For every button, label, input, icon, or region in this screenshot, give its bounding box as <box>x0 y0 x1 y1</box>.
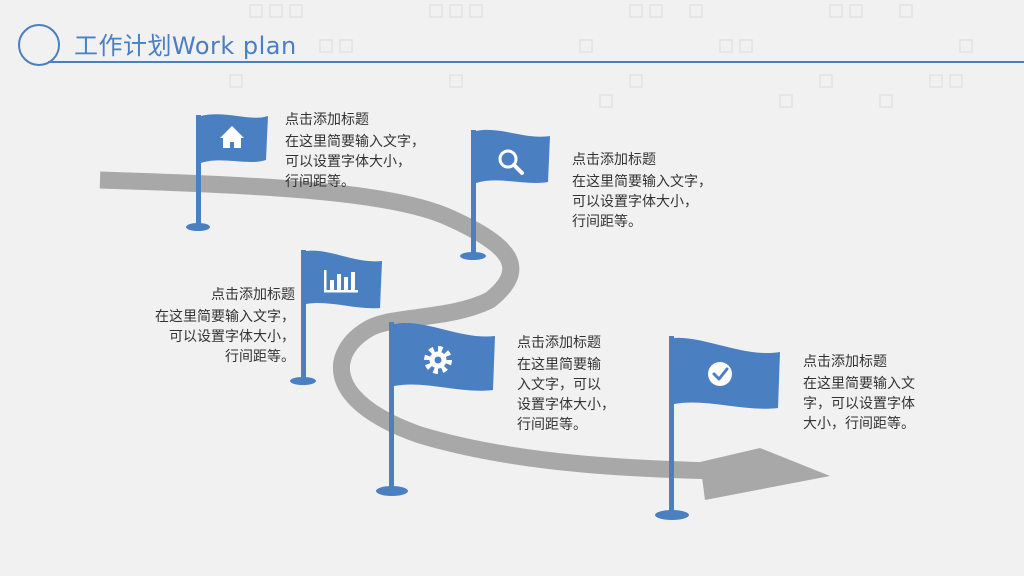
step-1-title: 点击添加标题 <box>285 112 369 128</box>
page-title: 工作计划Work plan <box>74 32 297 60</box>
step-3-body: 在这里简要输入文字， 可以设置字体大小， 行间距等。 <box>155 309 295 365</box>
flag-5 <box>655 336 780 520</box>
header-circle-ornament <box>18 24 60 66</box>
step-3-title: 点击添加标题 <box>211 287 295 303</box>
winding-road <box>99 171 761 481</box>
step-2-body: 在这里简要输入文字， 可以设置字体大小， 行间距等。 <box>572 174 712 230</box>
step-1-body: 在这里简要输入文字， 可以设置字体大小， 行间距等。 <box>285 134 425 190</box>
flag-1 <box>186 114 268 231</box>
flag-3 <box>290 250 382 385</box>
check-circle-icon <box>708 362 732 386</box>
bar-chart-icon <box>324 270 358 293</box>
step-5-title: 点击添加标题 <box>803 354 887 370</box>
step-5-text: 点击添加标题 在这里简要输入文 字，可以设置字体 大小，行间距等。 <box>803 352 915 434</box>
step-3-text: 点击添加标题 在这里简要输入文字， 可以设置字体大小， 行间距等。 <box>110 285 295 367</box>
road-arrowhead <box>700 448 830 500</box>
step-2-title: 点击添加标题 <box>572 152 656 168</box>
step-4-title: 点击添加标题 <box>517 335 601 351</box>
step-1-text: 点击添加标题 在这里简要输入文字， 可以设置字体大小， 行间距等。 <box>285 110 425 192</box>
search-icon <box>498 149 524 175</box>
step-4-text: 点击添加标题 在这里简要输 入文字，可以 设置字体大小， 行间距等。 <box>517 333 615 435</box>
step-4-body: 在这里简要输 入文字，可以 设置字体大小， 行间距等。 <box>517 357 615 433</box>
gear-icon <box>424 346 452 374</box>
flag-4 <box>376 322 495 496</box>
home-icon <box>220 126 244 148</box>
step-2-text: 点击添加标题 在这里简要输入文字， 可以设置字体大小， 行间距等。 <box>572 150 712 232</box>
decorative-pattern <box>229 4 973 108</box>
header-divider <box>48 61 1024 63</box>
flag-2 <box>460 129 550 260</box>
step-5-body: 在这里简要输入文 字，可以设置字体 大小，行间距等。 <box>803 376 915 432</box>
